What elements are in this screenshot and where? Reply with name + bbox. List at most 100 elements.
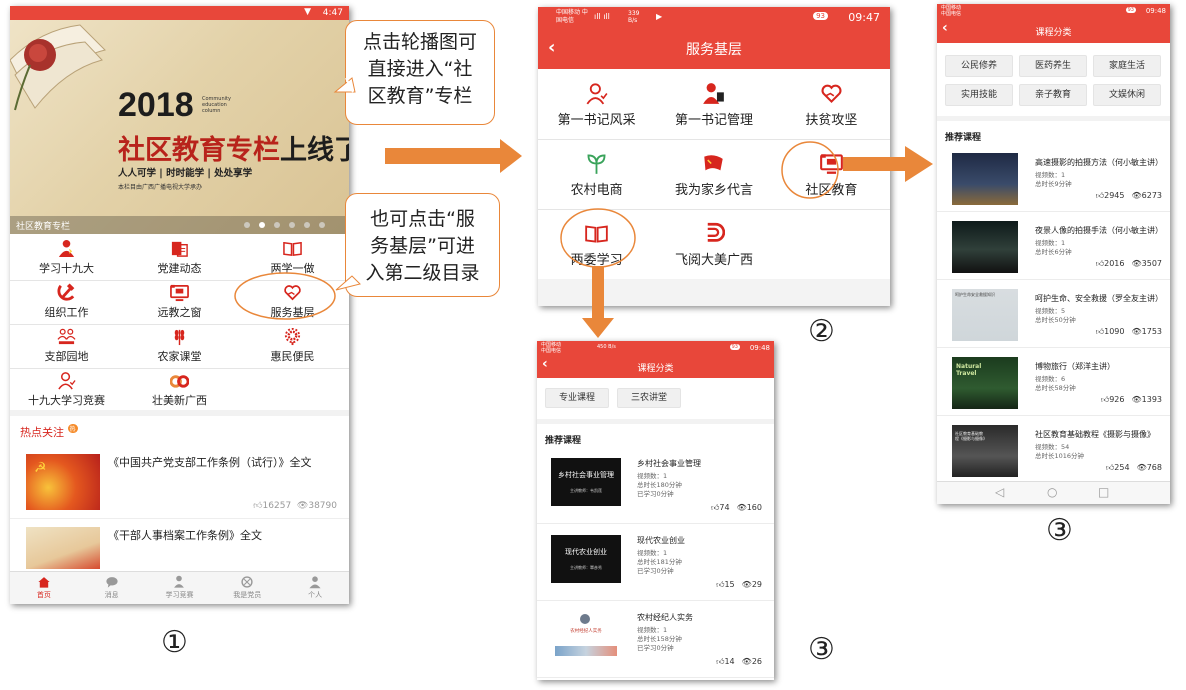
course-stats: 👍︎2016👁︎3507	[1096, 259, 1162, 269]
nav-label: 学习竞赛	[165, 591, 194, 599]
person-outline-icon	[10, 370, 123, 390]
eye-icon: 👁︎	[1136, 463, 1147, 472]
nav-profile[interactable]: 个人	[281, 574, 349, 602]
grid-item[interactable]: 远教之窗	[123, 280, 236, 324]
grid-item[interactable]: 十九大学习竞赛	[10, 368, 123, 412]
tv-icon	[123, 282, 236, 302]
bottom-nav: 首页消息 学习竞赛 我是党员个人	[10, 571, 349, 604]
back-arrow-icon[interactable]: ‹	[942, 20, 948, 36]
battery-badge: 93	[1125, 7, 1136, 13]
tag-professional-courses[interactable]: 专业课程	[545, 388, 609, 408]
course-thumb: 乡村社会事业管理主讲教师：韦凯莲	[551, 458, 621, 506]
course-stats: 👍︎15👁︎29	[716, 580, 762, 590]
net-speed: 450 B/s	[597, 344, 616, 350]
grid-item[interactable]: 学习十九大	[10, 236, 123, 280]
service-item-label: 农村电商	[570, 183, 623, 198]
status-time: 09:48	[1145, 7, 1166, 15]
battery-badge: 93	[813, 12, 828, 20]
carousel-dots[interactable]	[244, 222, 339, 230]
grid-item[interactable]: 服务基层	[236, 280, 349, 324]
divider	[10, 324, 349, 325]
service-item[interactable]: 社区教育	[773, 139, 890, 209]
like-count: 254	[1114, 463, 1130, 472]
service-item[interactable]: 扶贫攻坚	[773, 69, 890, 139]
thumb-title: 社区教育基础教程《摄影与摄像》	[955, 431, 987, 441]
service-grid: 第一书记风采第一书记管理扶贫攻坚农村电商我为家乡代言社区教育两委学习飞阅大美广西	[538, 69, 890, 279]
thumb-up-icon: 👍︎	[711, 503, 720, 512]
grid-item-label: 服务基层	[270, 306, 315, 319]
label-step-3a: ③	[808, 632, 835, 667]
emblem-icon	[580, 614, 590, 624]
grid-item-label: 惠民便民	[270, 350, 315, 363]
back-arrow-icon[interactable]: ‹	[548, 37, 556, 58]
category-tag[interactable]: 文娱休闲	[1093, 84, 1161, 106]
guangxi-logo-icon	[655, 221, 772, 245]
like-count: 74	[719, 503, 730, 512]
message-icon	[78, 574, 146, 590]
grid-item[interactable]: 支部园地	[10, 324, 123, 368]
banner-headline: 社区教育专栏上线了	[118, 135, 349, 166]
thumb-up-icon: 👍︎	[716, 657, 725, 666]
grid-item[interactable]: 组织工作	[10, 280, 123, 324]
service-item-label: 飞阅大美广西	[674, 253, 753, 268]
eye-icon: 👁︎	[736, 503, 747, 512]
home-circle-icon[interactable]: ○	[1047, 485, 1058, 499]
like-count: 15	[724, 580, 735, 589]
nav-home[interactable]: 首页	[10, 574, 78, 602]
like-count: 1090	[1104, 327, 1125, 336]
category-tag[interactable]: 公民修养	[945, 55, 1013, 77]
recent-square-icon[interactable]: □	[1098, 485, 1110, 499]
course-thumb	[952, 221, 1018, 273]
status-time: 09:47	[848, 11, 880, 24]
book-rose-illustration	[10, 20, 120, 115]
service-item[interactable]: 飞阅大美广西	[655, 209, 772, 279]
back-triangle-icon[interactable]: ◁	[995, 485, 1005, 499]
category-tag[interactable]: 亲子教育	[1019, 84, 1087, 106]
label-step-2: ②	[808, 314, 835, 349]
thumb-title: 乡村社会事业管理	[558, 471, 614, 479]
course-thumb: 农村经纪人实务	[551, 612, 621, 660]
nav-party-member[interactable]: 我是党员	[213, 574, 281, 602]
carousel-dot-active	[259, 222, 265, 228]
category-tag[interactable]: 医药养生	[1019, 55, 1087, 77]
like-count: 926	[1109, 395, 1125, 404]
grid-item-label: 两学一做	[270, 262, 315, 275]
banner-caption: 社区教育专栏	[16, 222, 71, 232]
nav-competition[interactable]: 学习竞赛	[146, 574, 214, 602]
function-grid: 学习十九大党建动态两学一做组织工作远教之窗服务基层支部园地农家课堂惠民便民十九大…	[10, 236, 349, 410]
grid-item[interactable]: 惠民便民	[236, 324, 349, 368]
service-item[interactable]: 我为家乡代言	[655, 139, 772, 209]
tag-agriculture-lecture[interactable]: 三农讲堂	[617, 388, 681, 408]
course-title: 社区教育基础教程《摄影与摄像》	[1035, 430, 1155, 439]
grid-item[interactable]: 农家课堂	[123, 324, 236, 368]
nav-label: 消息	[104, 591, 119, 599]
grid-item[interactable]: 壮美新广西	[123, 368, 236, 412]
news-item[interactable]: 《干部人事档案工作条例》全文	[10, 519, 349, 569]
service-item[interactable]: 第一书记管理	[655, 69, 772, 139]
nav-messages[interactable]: 消息	[78, 574, 146, 602]
news-item[interactable]: ☭ 《中国共产党支部工作条例（试行）》全文 👍︎16257 👁︎38790	[10, 446, 349, 519]
view-count: 3507	[1141, 259, 1162, 268]
hammer-sickle-icon	[10, 282, 123, 302]
wheat-icon	[123, 326, 236, 346]
callout-service: 也可点击“服 务基层”可进 入第二级目录	[345, 193, 500, 297]
service-item[interactable]: 农村电商	[538, 139, 655, 209]
banner-carousel[interactable]: 2018 Community education column 社区教育专栏上线…	[10, 20, 349, 234]
category-tag[interactable]: 家庭生活	[1093, 55, 1161, 77]
course-title: 乡村社会事业管理	[637, 459, 701, 468]
service-item[interactable]: 第一书记风采	[538, 69, 655, 139]
category-tag[interactable]: 实用技能	[945, 84, 1013, 106]
back-arrow-icon[interactable]: ‹	[542, 356, 548, 372]
grid-item[interactable]: 两学一做	[236, 236, 349, 280]
grid-item[interactable]: 党建动态	[123, 236, 236, 280]
